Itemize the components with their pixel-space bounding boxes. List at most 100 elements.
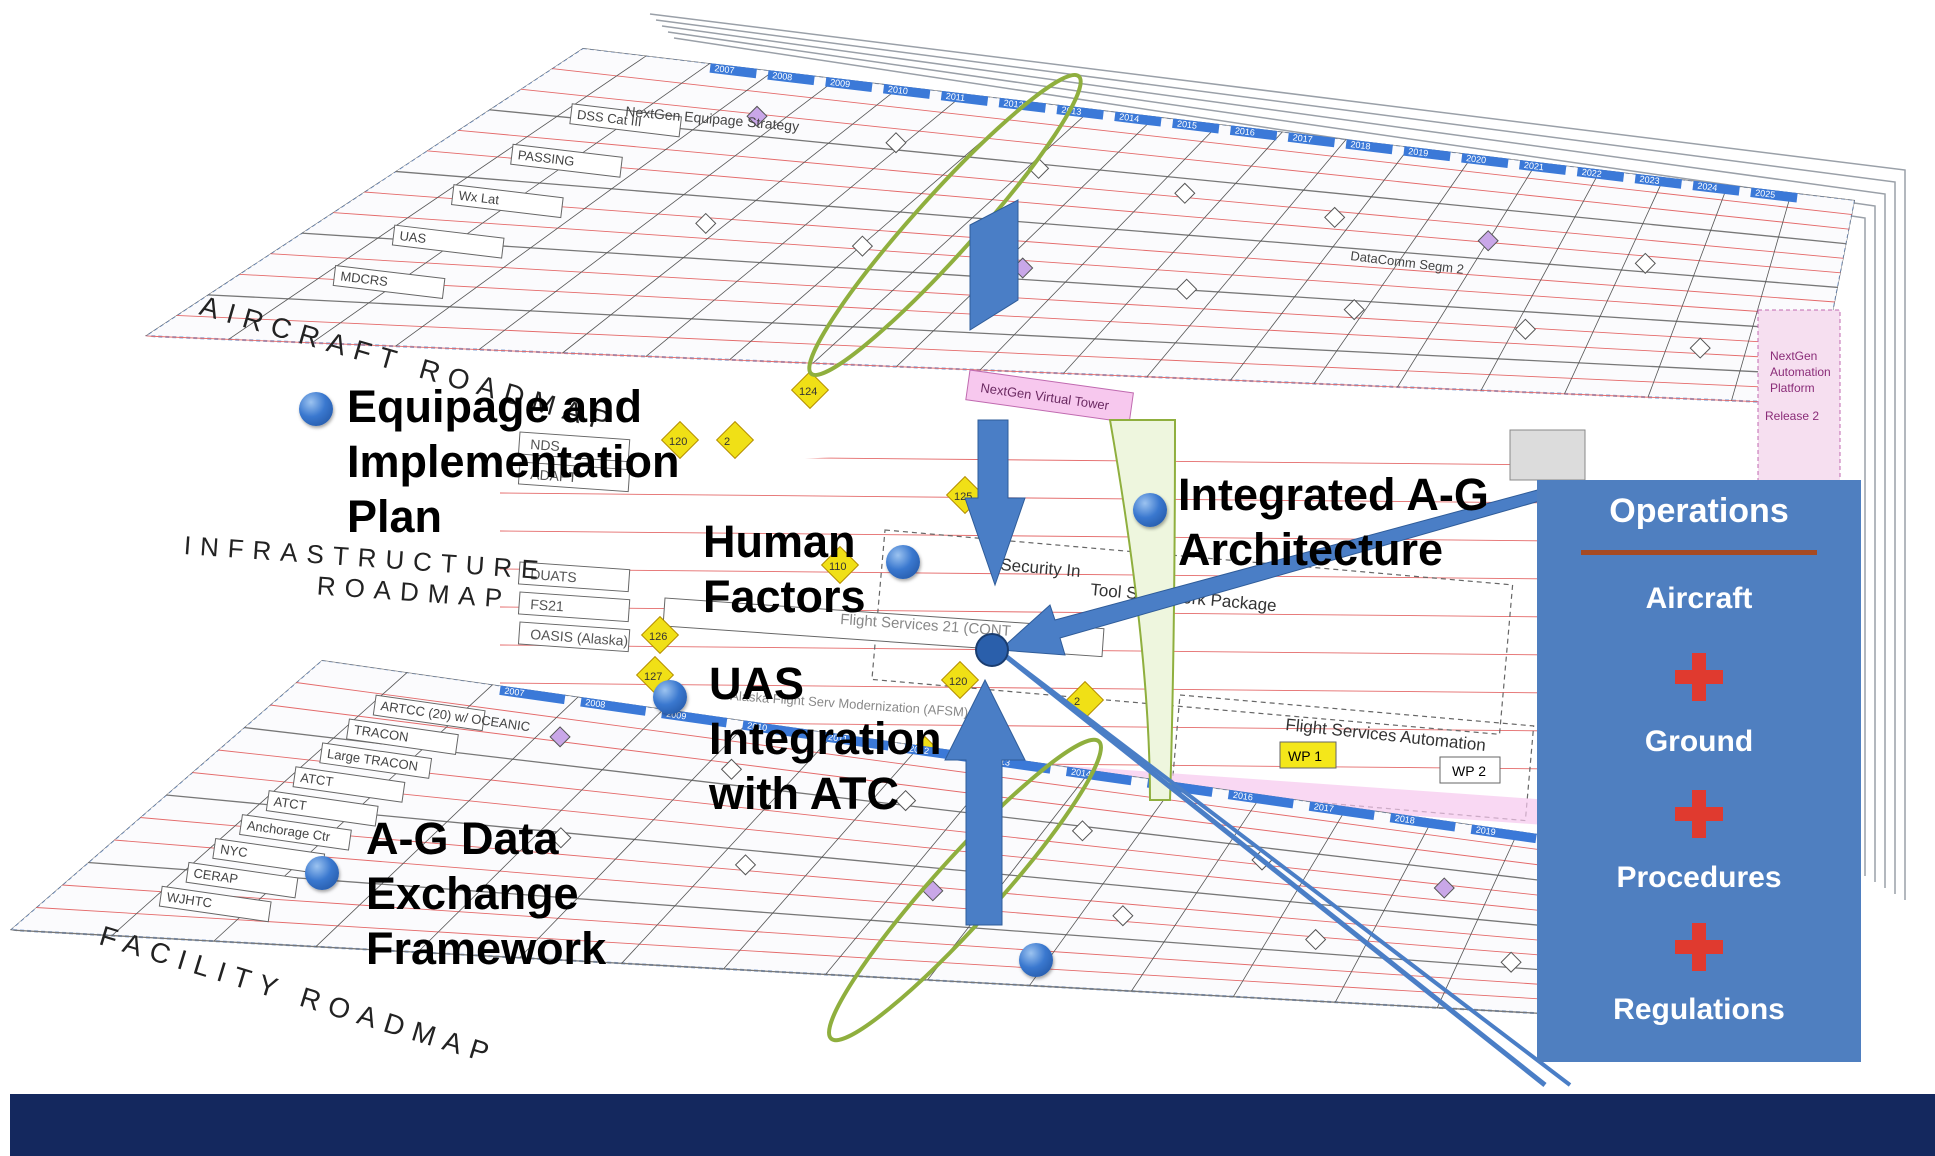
row-label-box [569,103,683,138]
year-tab [825,75,873,93]
grid-col-line [315,696,579,947]
grid-col-line [1230,146,1411,381]
year-tab-label: 2021 [1523,160,1544,172]
plus-icon [1675,790,1723,838]
year-tab-label: 2017 [1313,801,1334,814]
row-label-box [239,814,352,851]
integrated-ag-architecture-label: Integrated A-G Architecture [1178,469,1489,575]
yellow-milestone-icon [1065,680,1105,720]
connector-line [996,648,1547,1087]
year-tab [499,684,566,705]
grid-col-line [723,745,921,970]
year-tab-label: 2016 [1232,790,1253,803]
row-label-box [319,742,433,779]
year-tab-label: 2017 [1292,132,1313,144]
year-tab [1389,811,1457,832]
milestone-diamond-icon [1071,820,1094,842]
year-tab-label: 2023 [1639,174,1660,186]
year-tab-label: 2007 [714,63,735,75]
milestone-number: 124 [799,386,817,398]
milestone-diamond-icon [1324,206,1346,228]
milestone-diamond-icon [1634,252,1656,274]
year-tab-label: 2014 [1119,112,1140,124]
year-tab-label: 2009 [830,77,851,89]
year-tab [1403,144,1451,162]
operations-item-regulations: Regulations [1613,993,1785,1026]
yellow-milestone-icon [640,615,680,655]
row-label-box [292,766,406,803]
infra-row-box [517,561,631,593]
milestone-number: 120 [949,676,967,688]
nextgen-platform-label: NextGen [1770,349,1817,363]
row-label: ATCT [273,794,308,814]
row-label: UAS [399,228,428,246]
operations-item-ground: Ground [1644,725,1754,758]
equipage-bullet-icon [299,392,333,426]
row-label: PASSING [517,147,575,169]
stacked-sheet-edge [673,37,1866,876]
row-label-box [332,264,446,300]
grid-col-line [896,116,1156,367]
grid-col-line [562,85,902,354]
grid-col-line [1029,781,1177,986]
infra-row-label: NDS [530,436,561,454]
row-label: Wx Lat [458,188,500,208]
row-label-box [346,718,459,756]
grid-col-line [1397,161,1538,388]
row-label: CERAP [193,865,239,886]
milestone-diamond-icon [1500,951,1522,973]
year-tab [580,695,647,716]
row-label: WJHTC [166,889,213,910]
wp2-label: WP 2 [1452,763,1486,779]
row-label-box [510,143,623,178]
year-tab [883,82,931,99]
year-tab [1750,186,1798,203]
milestone-diamond-icon [695,212,717,235]
grid-col-line [1480,169,1601,391]
security-annotation: Security In [1000,555,1082,581]
year-tab [1308,799,1376,820]
grid-col-line [1232,806,1348,997]
year-tab [1114,110,1162,127]
year-tab-label: 2014 [1070,767,1091,780]
stacked-sheet-edge [661,25,1886,888]
yellow-milestone-icon [940,660,980,700]
year-tab-label: 2025 [1755,188,1776,200]
human-factors-bullet-icon [886,545,920,579]
milestone-diamond-icon [1343,298,1365,321]
facility-bullet-icon [1019,943,1053,977]
milestone-diamond-icon [895,789,917,812]
infra-row-box [517,621,631,653]
row-label-box [372,694,486,732]
grid-col-line [1334,818,1434,1003]
page-title [600,0,1500,12]
row-label-box [265,790,379,827]
integrated-ag-bullet-icon [1133,493,1167,527]
grid-col-line [1647,184,1729,398]
milestone-diamond-icon [1433,877,1455,899]
row-label-box [391,224,505,259]
year-tab-label: 2020 [1466,153,1487,165]
grid-col-line [621,733,835,964]
grid-col-line [417,708,665,953]
year-tab-label: 2007 [504,686,525,699]
year-tab-label: 2019 [1408,146,1429,158]
uas-integration-label: UAS Integration with ATC [709,658,942,819]
milestone-diamond-icon [851,235,874,257]
year-tab-label: 2012 [1003,98,1024,110]
row-label: NYC [219,842,248,861]
nextgen-platform-label: Release 2 [1765,409,1819,423]
grid-col-line [10,660,323,931]
milestone-diamond-icon [1305,928,1327,951]
infra-row-box [517,431,631,463]
left-arrow-icon [998,487,1551,656]
grid-col-line [478,78,838,350]
nextgen-platform-label: Platform [1770,381,1815,395]
infra-row-box [517,461,631,493]
hub-node-icon [975,633,1009,667]
connector-line [996,648,1572,1087]
operations-divider [1581,550,1817,555]
top-ellipse-highlight [807,73,1083,377]
